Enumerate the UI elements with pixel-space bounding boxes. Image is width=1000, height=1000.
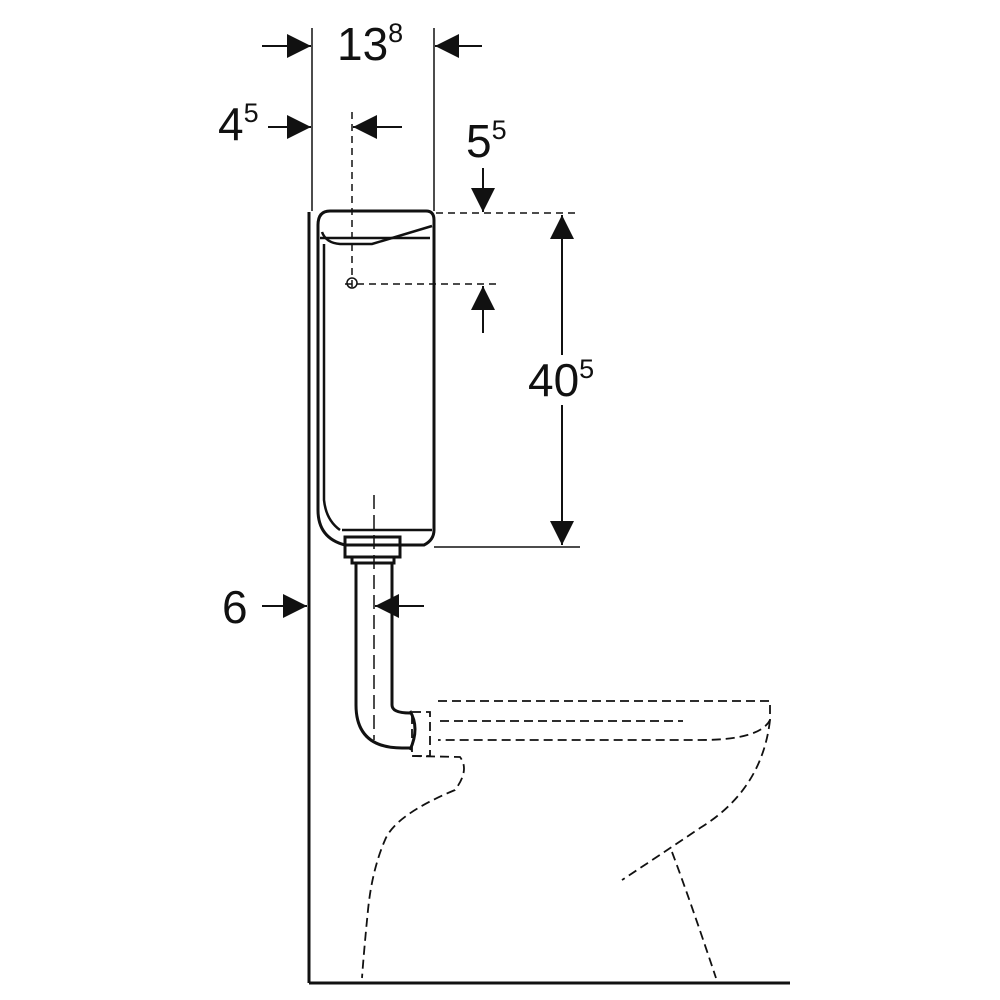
dimension-label-5-5: 55: [466, 115, 507, 167]
outlet-collar: [343, 535, 402, 559]
wall-and-floor: [307, 212, 790, 985]
dimension-label-6: 6: [222, 581, 248, 633]
mounting-hole-icon: [346, 277, 358, 289]
flush-pipe-inner: [390, 563, 411, 715]
toilet-foot-front: [671, 851, 717, 979]
dimension-label-4-5: 45: [218, 98, 259, 150]
outlet-collar-inner: [350, 555, 396, 565]
toilet-back-profile: [361, 755, 465, 979]
extension-lines: [311, 28, 580, 548]
toilet-bowl-dashed: [361, 700, 771, 979]
flush-pipe-outer: [354, 563, 410, 750]
cistern-inner-side: [322, 244, 341, 532]
dimension-arrows: [262, 34, 574, 618]
cistern: [316, 209, 436, 547]
flush-pipe: [354, 495, 417, 751]
cistern-lid-bevel: [320, 224, 433, 246]
cistern-outline: [316, 209, 436, 547]
dimension-label-13-8: 138: [337, 18, 403, 70]
dimension-label-40-5: 405: [528, 354, 594, 406]
flush-outlet: [343, 535, 402, 565]
toilet-front-profile: [621, 719, 771, 881]
